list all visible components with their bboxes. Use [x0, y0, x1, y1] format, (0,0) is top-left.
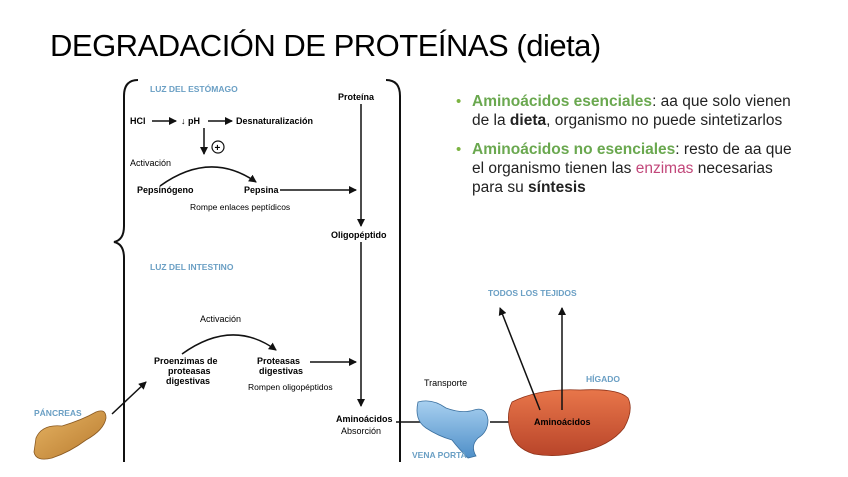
- liver-to-tissues-arrow-1: [498, 307, 541, 411]
- portal-vein-label: VENA PORTA: [412, 450, 467, 460]
- plus-icon: [211, 140, 225, 154]
- pepsin-note: Rompe enlaces peptídicos: [190, 202, 290, 212]
- title-main: DEGRADACIÓN DE PROTEÍNAS: [50, 28, 509, 63]
- protein-label: Proteína: [338, 92, 375, 102]
- transport-label: Transporte: [424, 378, 467, 388]
- enzymes-word: enzimas: [635, 160, 694, 177]
- right-bracket: [385, 79, 401, 462]
- hcl-label: HCl: [130, 116, 146, 126]
- denaturation-label: Desnaturalización: [236, 116, 313, 126]
- activation-label-1: Activación: [130, 158, 171, 168]
- activation-label-2: Activación: [200, 314, 241, 324]
- ph-label: ↓ pH: [181, 116, 200, 126]
- proteases-line2: digestivas: [259, 366, 303, 376]
- proteases-line1: Proteasas: [257, 356, 300, 366]
- nonessential-term: Aminoácidos no esenciales: [472, 141, 676, 158]
- essential-term: Aminoácidos esenciales: [472, 93, 653, 110]
- bullet-list: • Aminoácidos esenciales: aa que solo vi…: [456, 92, 796, 207]
- pancreas-arrow: [111, 381, 147, 415]
- activation-curve-2: [181, 334, 277, 355]
- liver-amino-acids-label: Aminoácidos: [534, 417, 591, 427]
- essential-bold: dieta: [509, 112, 547, 129]
- bullet-nonessential: • Aminoácidos no esenciales: resto de aa…: [456, 140, 796, 197]
- synthesis-bold: síntesis: [528, 179, 586, 196]
- activation-curve-1: [159, 166, 257, 187]
- left-bracket: [113, 79, 139, 462]
- essential-text-2: , organismo no puede sintetizarlos: [546, 112, 783, 129]
- essential-text-1: : aa que solo vienen de la: [472, 93, 791, 129]
- pancreas-icon: [33, 410, 107, 460]
- liver-label: HÍGADO: [586, 374, 620, 384]
- oligopeptide-label: Oligopéptido: [331, 230, 387, 240]
- proenzymes-line3: digestivas: [166, 376, 210, 386]
- title-sub: (dieta): [516, 28, 601, 63]
- intestine-section-label: LUZ DEL INTESTINO: [150, 262, 234, 272]
- all-tissues-label: TODOS LOS TEJIDOS: [488, 288, 577, 298]
- nonessential-text-2: necesarias para su: [472, 160, 773, 196]
- proteases-note: Rompen oligopéptidos: [248, 382, 333, 392]
- bullet-essential: • Aminoácidos esenciales: aa que solo vi…: [456, 92, 796, 130]
- portal-vein-icon: [416, 400, 489, 459]
- pepsinogen-label: Pepsinógeno: [137, 185, 194, 195]
- bullet-dot-icon: •: [456, 141, 462, 158]
- stomach-section-label: LUZ DEL ESTÓMAGO: [150, 83, 238, 94]
- pancreas-label: PÁNCREAS: [34, 408, 82, 418]
- bullet-dot-icon: •: [456, 93, 462, 110]
- plus-sign: +: [215, 143, 221, 154]
- pepsin-label: Pepsina: [244, 185, 280, 195]
- proenzymes-line1: Proenzimas de: [154, 356, 218, 366]
- slide-title: DEGRADACIÓN DE PROTEÍNAS (dieta): [50, 28, 601, 64]
- nonessential-text-1: : resto de aa que el organismo tienen la…: [472, 141, 792, 177]
- absorption-label: Absorción: [341, 426, 381, 436]
- amino-acids-label: Aminoácidos: [336, 414, 393, 424]
- proenzymes-line2: proteasas: [168, 366, 211, 376]
